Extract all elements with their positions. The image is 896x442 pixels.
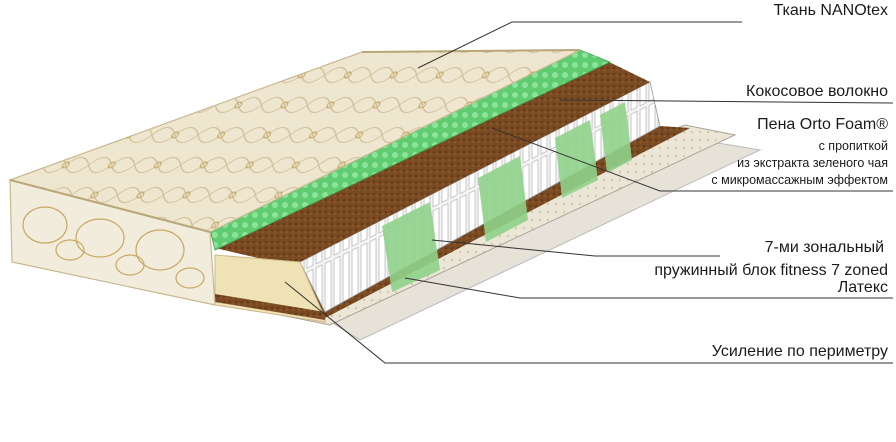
label-orto-line1: с пропиткой	[818, 139, 888, 153]
label-springs-line2: пружинный блок fitness 7 zoned	[654, 262, 888, 279]
leader-perimeter	[284, 281, 893, 364]
cover-piping-top	[361, 49, 581, 53]
leader-orto	[491, 127, 893, 192]
spring-zone	[555, 120, 598, 198]
label-orto-line3: с микромассажным эффектом	[711, 173, 888, 187]
label-coconut: Кокосовое волокно	[746, 83, 888, 100]
cover-side-pattern	[22, 206, 205, 289]
label-latex: Латекс	[837, 279, 888, 296]
cover-piping	[9, 179, 211, 233]
leader-latex	[404, 277, 893, 299]
spring-zone	[600, 102, 632, 173]
coconut-strip	[215, 294, 325, 320]
leader-coconut	[559, 99, 894, 104]
leader-nanotex	[417, 21, 742, 69]
leader-springs	[431, 239, 720, 257]
label-springs-line1: 7-ми зональный	[764, 239, 884, 256]
leader-lines	[284, 21, 894, 364]
label-orto-line2: из экстракта зеленого чая	[737, 156, 888, 170]
spring-zone	[478, 156, 528, 242]
coconut-layer-upper	[215, 60, 650, 262]
mattress-cover-pattern	[10, 50, 580, 232]
spring-zone	[382, 202, 440, 292]
label-perimeter: Усиление по периметру	[711, 343, 888, 360]
label-orto-title: Пена Orto Foam®	[757, 116, 888, 133]
label-nanotex: Ткань NANOtex	[773, 2, 888, 19]
